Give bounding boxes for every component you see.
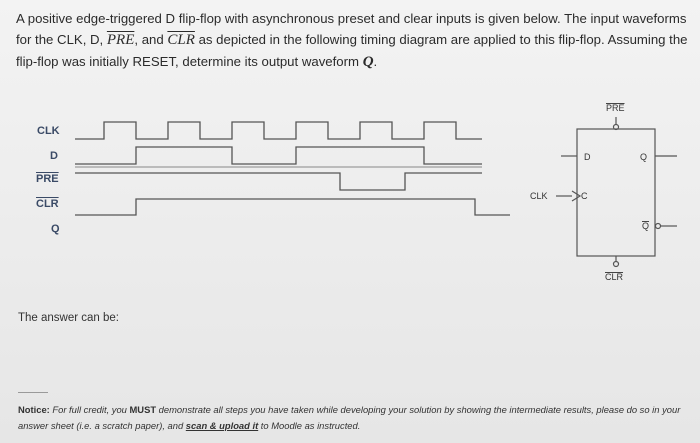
label-clr: CLR: [36, 198, 59, 210]
ff-clr-label: CLR: [605, 272, 624, 282]
notice-divider: [18, 392, 48, 393]
notice-text3: to Moodle as instructed.: [258, 420, 361, 431]
ff-c-label: C: [581, 191, 588, 201]
notice-label: Notice:: [18, 404, 50, 415]
ff-pre-label: PRE: [606, 103, 625, 113]
question-text: A positive edge-triggered D flip-flop wi…: [16, 8, 692, 73]
label-q: Q: [51, 223, 60, 235]
question-part4: .: [373, 54, 378, 69]
clr-waveform: [75, 198, 510, 216]
question-part1: A positive edge-triggered D flip-flop wi…: [16, 11, 687, 47]
flipflop-body: [576, 128, 656, 257]
label-d: D: [50, 150, 58, 162]
pre-waveform: [75, 172, 482, 191]
notice-upload-link[interactable]: scan & upload it: [185, 420, 259, 431]
answer-text: The answer can be:: [18, 312, 120, 324]
question-q: Q: [362, 54, 374, 70]
question-clr: CLR: [167, 32, 195, 48]
d-waveform: [75, 146, 482, 165]
question-pre: PRE: [106, 32, 135, 48]
clk-waveform: [75, 121, 482, 140]
question-part2: , and: [134, 32, 168, 47]
label-clk: CLK: [37, 125, 60, 137]
notice-text1: For full credit, you: [49, 404, 130, 415]
ff-d-label: D: [584, 152, 591, 162]
notice-text: Notice: For full credit, you MUST demons…: [18, 402, 688, 434]
notice-text2: demonstrate all steps you have taken whi…: [18, 404, 681, 431]
flipflop-symbol: [556, 117, 677, 268]
question-part3: as depicted in the following timing diag…: [16, 32, 688, 69]
label-pre: PRE: [36, 173, 59, 185]
ff-clk-label: CLK: [530, 191, 548, 201]
ff-q-label: Q: [640, 152, 647, 162]
notice-must: MUST: [129, 404, 157, 415]
ff-qbar-label: Q: [642, 221, 649, 231]
